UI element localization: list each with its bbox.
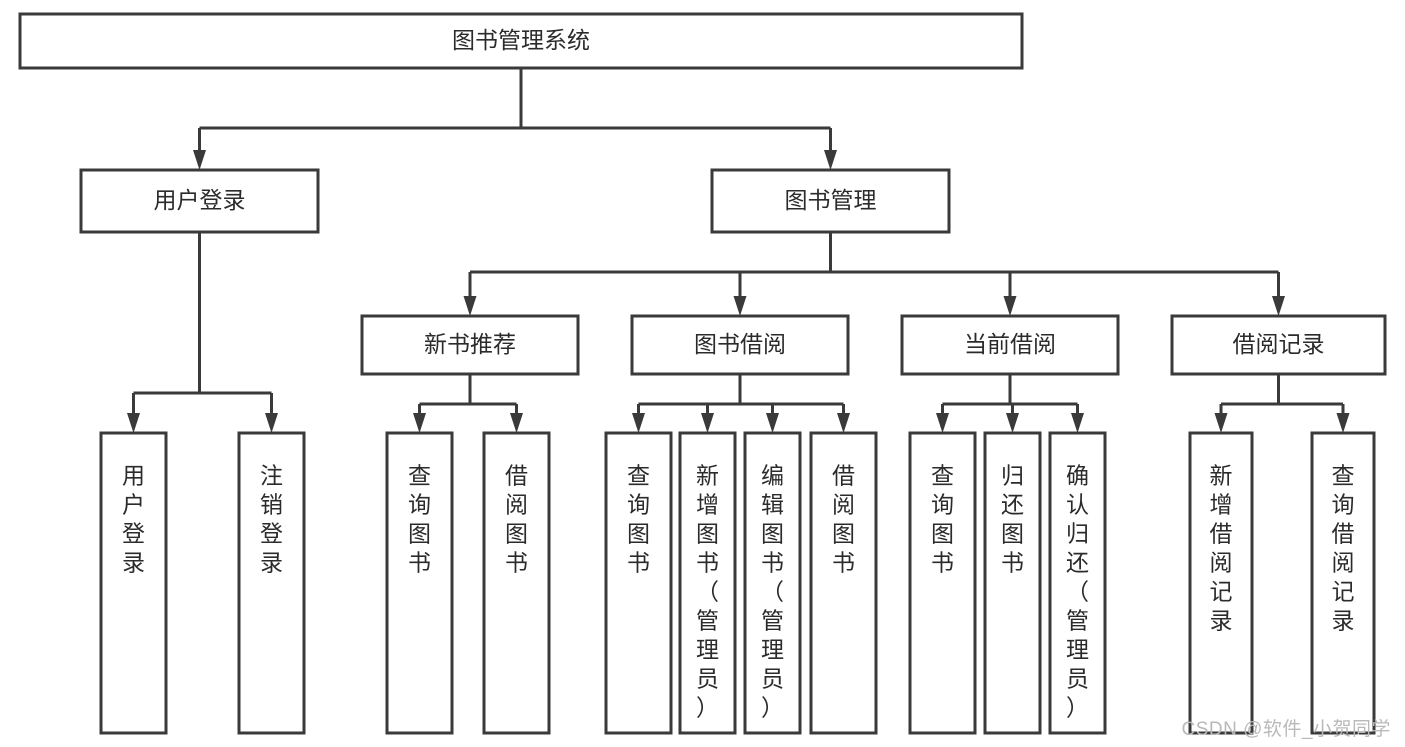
node-leaf-add-book-admin[interactable]: 新增图书（管理员） — [678, 431, 737, 735]
node-book-borrow[interactable]: 图书借阅 — [630, 314, 850, 376]
node-box — [743, 431, 802, 735]
node-label: 借阅记录 — [1233, 331, 1325, 357]
arrow-head-icon — [632, 413, 645, 433]
arrow-head-icon — [1006, 413, 1019, 433]
node-box — [809, 431, 878, 735]
connector-group-root — [193, 68, 837, 170]
connector-group-book-borrow — [632, 374, 850, 433]
arrow-head-icon — [1214, 413, 1228, 433]
node-label: 新书推荐 — [424, 331, 516, 357]
connector-group-current-borrow — [936, 374, 1084, 433]
node-box — [983, 431, 1042, 735]
arrow-head-icon — [936, 413, 949, 433]
node-box — [99, 431, 168, 735]
node-label: 编辑图书（管理员） — [761, 463, 784, 721]
arrow-head-icon — [837, 413, 850, 433]
node-box — [630, 314, 850, 376]
arrow-head-icon — [733, 296, 747, 316]
node-box — [908, 431, 977, 735]
arrow-head-icon — [510, 413, 523, 433]
arrow-head-icon — [1071, 413, 1084, 433]
node-label: 新增借阅记录 — [1210, 463, 1233, 634]
node-leaf-return-book[interactable]: 归还图书 — [983, 431, 1042, 735]
connector-group-user-login — [127, 232, 278, 433]
node-box — [482, 431, 551, 735]
node-label: 图书借阅 — [694, 331, 786, 357]
node-label: 查询图书 — [408, 463, 431, 576]
arrow-head-icon — [1336, 413, 1350, 433]
node-label: 用户登录 — [154, 187, 246, 213]
node-book-manage[interactable]: 图书管理 — [710, 168, 951, 234]
arrow-head-icon — [766, 413, 779, 433]
node-box — [1310, 431, 1376, 735]
node-new-book-recommend[interactable]: 新书推荐 — [360, 314, 580, 376]
node-user-login[interactable]: 用户登录 — [79, 168, 320, 234]
node-leaf-user-login[interactable]: 用户登录 — [99, 431, 168, 735]
connector-group-new-book-recommend — [413, 374, 523, 433]
node-label: 查询借阅记录 — [1332, 463, 1355, 634]
node-leaf-add-borrow-record[interactable]: 新增借阅记录 — [1188, 431, 1254, 735]
node-label: 用户登录 — [122, 463, 145, 576]
node-leaf-confirm-return-admin[interactable]: 确认归还（管理员） — [1048, 431, 1107, 735]
node-leaf-borrow-book-1[interactable]: 借阅图书 — [482, 431, 551, 735]
connector-group-book-manage — [463, 232, 1285, 316]
node-leaf-logout-login[interactable]: 注销登录 — [237, 431, 306, 735]
arrow-head-icon — [413, 413, 426, 433]
node-label: 图书管理 — [785, 187, 877, 213]
node-box — [678, 431, 737, 735]
node-label: 借阅图书 — [832, 463, 855, 576]
arrow-head-icon — [701, 413, 714, 433]
node-box — [1188, 431, 1254, 735]
node-leaf-borrow-book-2[interactable]: 借阅图书 — [809, 431, 878, 735]
arrow-head-icon — [1272, 296, 1285, 316]
node-label: 新增图书（管理员） — [696, 463, 719, 721]
arrow-head-icon — [127, 413, 140, 433]
node-root[interactable]: 图书管理系统 — [18, 12, 1024, 70]
node-leaf-query-book-3[interactable]: 查询图书 — [908, 431, 977, 735]
node-label: 注销登录 — [260, 463, 283, 576]
node-leaf-query-book-2[interactable]: 查询图书 — [604, 431, 673, 735]
node-label: 当前借阅 — [964, 331, 1056, 357]
node-label: 归还图书 — [1001, 463, 1024, 576]
node-box — [604, 431, 673, 735]
arrow-head-icon — [1003, 296, 1017, 316]
node-leaf-query-book-1[interactable]: 查询图书 — [385, 431, 454, 735]
node-label: 图书管理系统 — [452, 27, 590, 53]
arrow-head-icon — [824, 150, 837, 170]
arrow-head-icon — [265, 413, 278, 433]
node-box — [1170, 314, 1387, 376]
node-box — [237, 431, 306, 735]
node-label: 查询图书 — [627, 463, 650, 576]
arrow-head-icon — [463, 296, 477, 316]
node-label: 借阅图书 — [505, 463, 528, 576]
node-box — [1048, 431, 1107, 735]
node-box — [900, 314, 1120, 376]
node-box — [385, 431, 454, 735]
node-current-borrow[interactable]: 当前借阅 — [900, 314, 1120, 376]
node-box — [79, 168, 320, 234]
connector-layer — [127, 68, 1350, 433]
node-box — [710, 168, 951, 234]
node-layer: 图书管理系统用户登录图书管理新书推荐图书借阅当前借阅借阅记录用户登录注销登录查询… — [18, 12, 1387, 735]
node-label: 确认归还（管理员） — [1066, 463, 1089, 721]
connector-group-borrow-record — [1214, 374, 1350, 433]
node-label: 查询图书 — [931, 463, 954, 576]
arrow-head-icon — [193, 150, 206, 170]
node-box — [18, 12, 1024, 70]
node-leaf-edit-book-admin[interactable]: 编辑图书（管理员） — [743, 431, 802, 735]
node-leaf-query-borrow-record[interactable]: 查询借阅记录 — [1310, 431, 1376, 735]
node-borrow-record[interactable]: 借阅记录 — [1170, 314, 1387, 376]
node-box — [360, 314, 580, 376]
